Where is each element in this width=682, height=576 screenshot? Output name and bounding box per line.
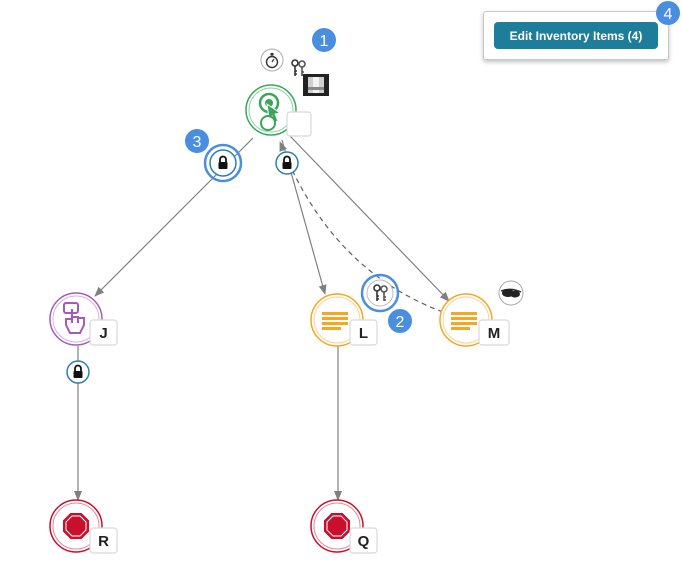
node-label: R <box>98 533 109 550</box>
stop-sign-icon <box>61 511 91 541</box>
lock-icon[interactable] <box>275 151 299 175</box>
x-ray-image-icon[interactable] <box>303 74 329 96</box>
badge-4: 4 <box>656 1 680 25</box>
node-label: M <box>488 325 501 342</box>
edit-inventory-items-button[interactable]: Edit Inventory Items (4) <box>494 22 658 49</box>
start-node[interactable] <box>245 84 312 137</box>
node-r[interactable]: R <box>49 499 118 554</box>
node-label: Q <box>358 533 370 550</box>
node-m[interactable]: M <box>439 293 510 347</box>
cursor-click-icon <box>258 92 282 131</box>
badge-number: 2 <box>396 314 405 331</box>
badge-1: 1 <box>312 28 336 52</box>
keys-icon[interactable] <box>360 273 400 313</box>
node-l[interactable]: L <box>310 293 378 347</box>
badge-number: 3 <box>193 134 202 151</box>
goggles-icon[interactable] <box>498 280 524 306</box>
node-label: L <box>359 325 368 342</box>
node-label: J <box>99 325 107 342</box>
badge-number: 1 <box>320 33 329 50</box>
stopwatch-icon[interactable] <box>260 48 284 72</box>
hand-tap-icon <box>63 302 85 334</box>
node-q[interactable]: Q <box>310 499 378 554</box>
badge-3: 3 <box>185 129 209 153</box>
badge-2: 2 <box>388 309 412 333</box>
node-j[interactable]: J <box>49 292 118 346</box>
lock-icon[interactable] <box>66 360 90 384</box>
lock-icon[interactable] <box>203 143 243 183</box>
badge-number: 4 <box>664 6 673 23</box>
edge-start-to-m[interactable] <box>289 135 450 302</box>
keys-icon[interactable] <box>291 59 306 77</box>
stop-sign-icon <box>322 511 352 541</box>
edge-m-to-start-dashed[interactable] <box>279 141 444 313</box>
inventory-panel: Edit Inventory Items (4) <box>483 11 669 60</box>
